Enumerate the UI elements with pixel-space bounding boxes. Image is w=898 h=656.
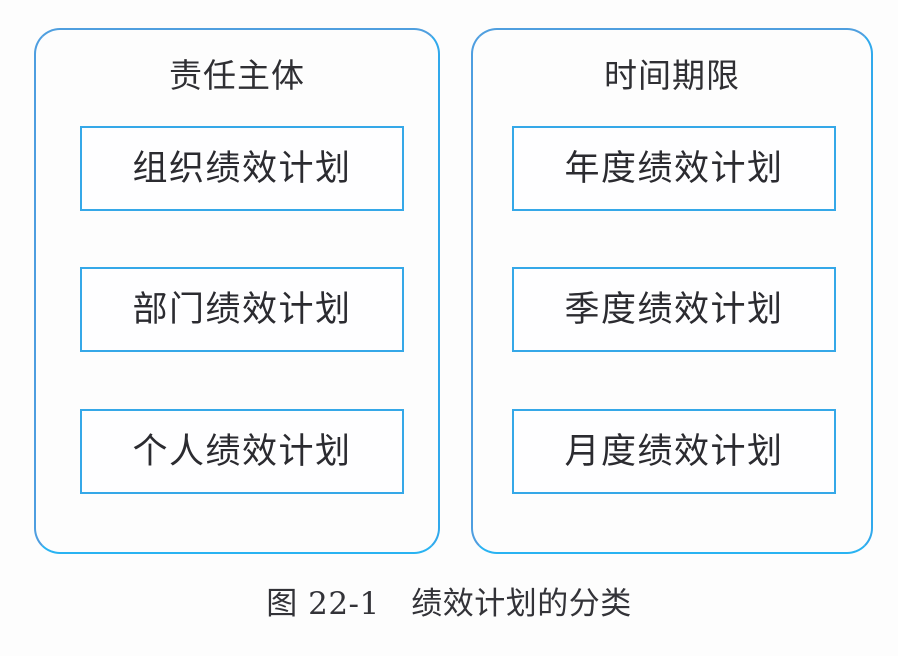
item-label-monthly-plan: 月度绩效计划 <box>564 431 784 472</box>
panel-title-responsibility-subject: 责任主体 <box>169 56 305 95</box>
figure-caption: 图 22-1 绩效计划的分类 <box>266 586 632 622</box>
panel-responsibility-subject: 责任主体 组织绩效计划 部门绩效计划 个人绩效计划 <box>34 28 440 554</box>
panel-time-horizon: 时间期限 年度绩效计划 季度绩效计划 月度绩效计划 <box>471 28 873 554</box>
item-label-annual-plan: 年度绩效计划 <box>564 148 784 189</box>
item-box-quarterly-plan: 季度绩效计划 <box>512 267 836 352</box>
item-label-department-plan: 部门绩效计划 <box>132 289 352 330</box>
item-label-organization-plan: 组织绩效计划 <box>132 148 352 189</box>
item-box-organization-plan: 组织绩效计划 <box>80 126 404 211</box>
item-box-annual-plan: 年度绩效计划 <box>512 126 836 211</box>
item-label-quarterly-plan: 季度绩效计划 <box>564 289 784 330</box>
item-box-monthly-plan: 月度绩效计划 <box>512 409 836 494</box>
item-label-individual-plan: 个人绩效计划 <box>132 431 352 472</box>
panel-title-time-horizon: 时间期限 <box>604 56 740 95</box>
item-box-department-plan: 部门绩效计划 <box>80 267 404 352</box>
item-box-individual-plan: 个人绩效计划 <box>80 409 404 494</box>
